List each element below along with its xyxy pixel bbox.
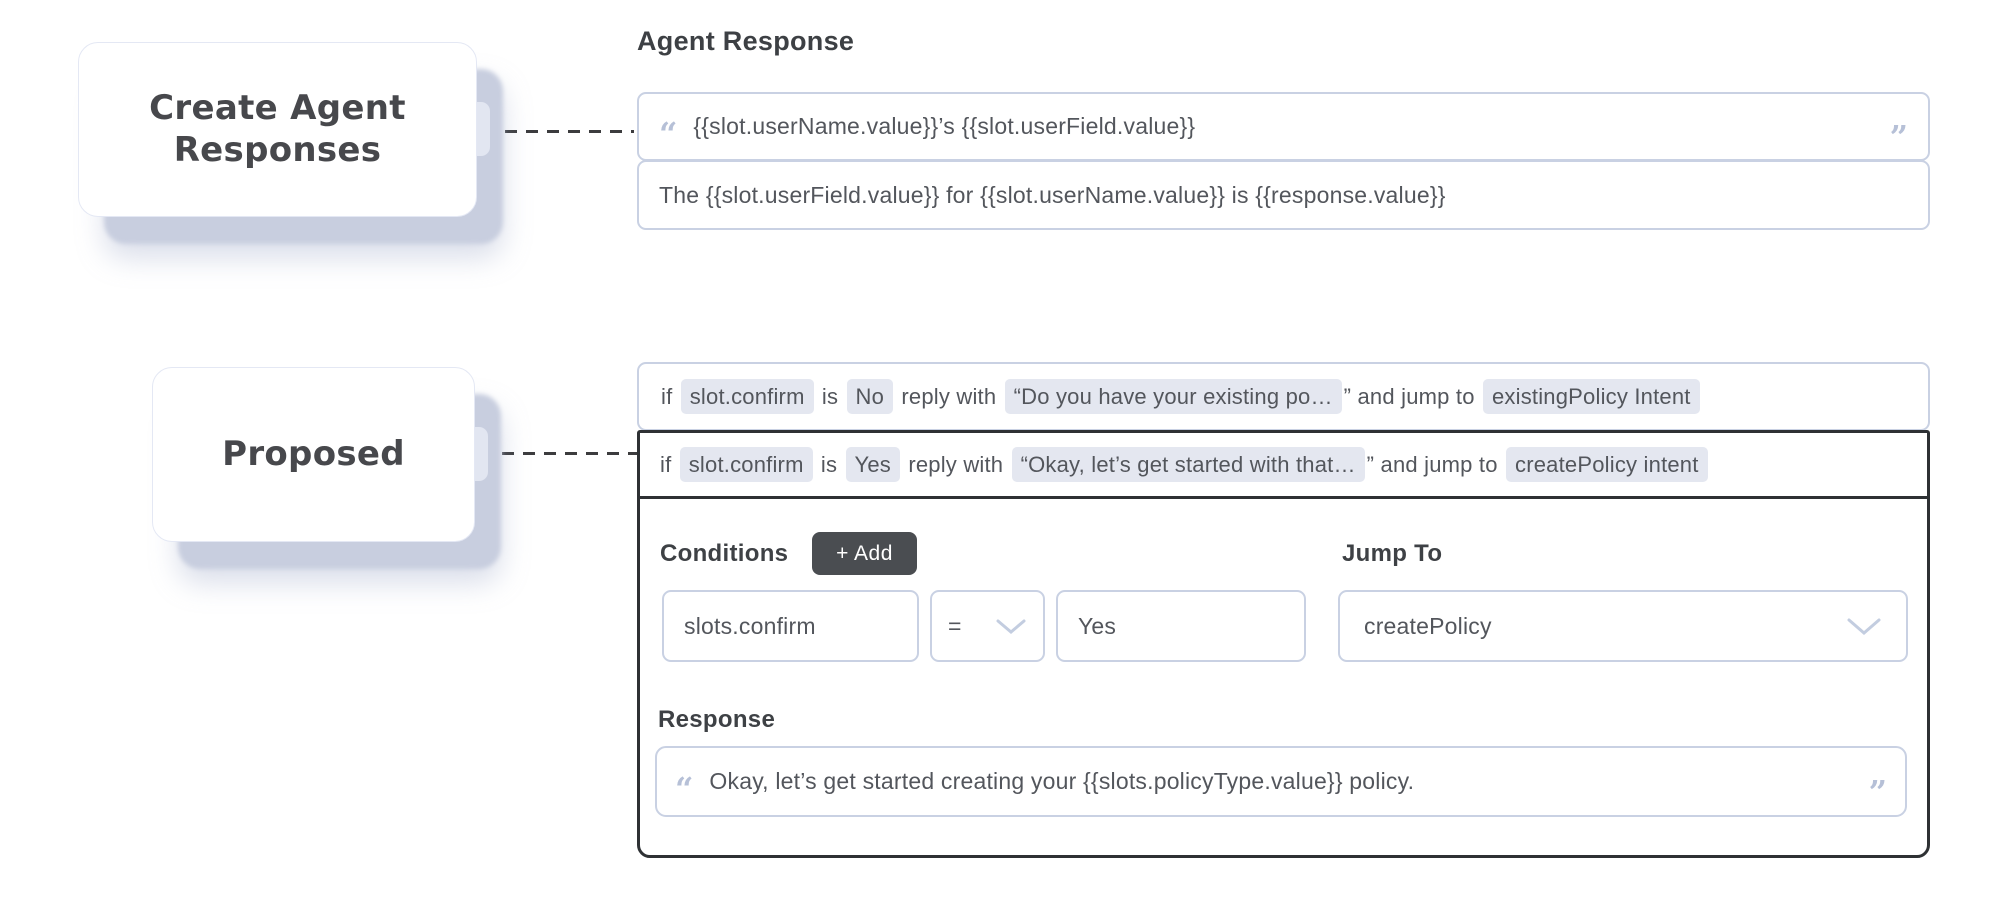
jump-to-value: createPolicy [1364, 612, 1492, 639]
condition-value-input[interactable]: Yes [1056, 590, 1306, 662]
chevron-down-icon [996, 619, 1026, 634]
rule-row-yes[interactable]: if slot.confirm is Yes reply with “Okay,… [640, 433, 1927, 499]
agent-response-input-2[interactable]: The {{slot.userField.value}} for {{slot.… [637, 160, 1930, 230]
token-chip: No [846, 378, 894, 414]
proposed-card: Proposed [152, 367, 501, 569]
token-chip: “Do you have your existing po… [1004, 378, 1342, 414]
condition-field-value: slots.confirm [684, 612, 816, 639]
condition-operator-select[interactable]: = [930, 590, 1045, 662]
agent-response-text-1: {{slot.userName.value}}’s {{slot.userFie… [693, 113, 1196, 139]
card-face: Create Agent Responses [78, 42, 477, 217]
add-condition-button[interactable]: + Add [812, 532, 917, 575]
conditions-label: Conditions [660, 540, 789, 567]
rule-row-no[interactable]: if slot.confirm is No reply with “Do you… [637, 362, 1930, 431]
token-chip: Yes [845, 446, 901, 482]
rule-text: if slot.confirm is Yes reply with “Okay,… [660, 446, 1710, 482]
token-chip: slot.confirm [680, 378, 814, 414]
token-chip: “Okay, let’s get started with that… [1011, 446, 1365, 482]
card-title: Create Agent Responses [149, 88, 406, 170]
agent-response-header: Agent Response [637, 26, 855, 56]
token-chip: slot.confirm [679, 446, 813, 482]
create-agent-responses-card: Create Agent Responses [78, 42, 503, 244]
agent-response-text-2: The {{slot.userField.value}} for {{slot.… [659, 181, 1446, 208]
token-chip: existingPolicy Intent [1482, 378, 1700, 414]
response-input[interactable]: “ Okay, let’s get started creating your … [655, 746, 1907, 817]
card-face: Proposed [152, 367, 475, 542]
rule-text: if slot.confirm is No reply with “Do you… [661, 378, 1702, 414]
response-text: Okay, let’s get started creating your {{… [709, 768, 1415, 794]
condition-operator-value: = [948, 612, 962, 639]
token-chip: createPolicy intent [1506, 446, 1708, 482]
jump-to-label: Jump To [1342, 540, 1443, 567]
connector-dashed-line [484, 130, 634, 133]
condition-value-text: Yes [1078, 612, 1117, 639]
chevron-down-icon [1847, 618, 1881, 635]
condition-field-input[interactable]: slots.confirm [662, 590, 919, 662]
jump-to-select[interactable]: createPolicy [1338, 590, 1908, 662]
card-title: Proposed [222, 433, 405, 474]
agent-response-input-1[interactable]: “ {{slot.userName.value}}’s {{slot.userF… [637, 92, 1930, 161]
connector-dashed-line [481, 452, 637, 455]
response-label: Response [658, 706, 776, 733]
